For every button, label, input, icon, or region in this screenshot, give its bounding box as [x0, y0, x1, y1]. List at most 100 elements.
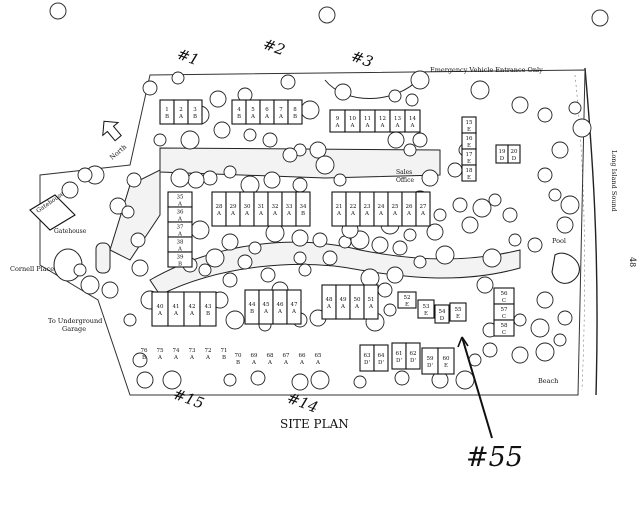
unit-7: 7A: [273, 99, 289, 125]
unit-outline: [417, 299, 435, 319]
unit-outline: [397, 291, 417, 309]
unit-outline: [493, 319, 515, 337]
unit-outline: [405, 342, 421, 370]
unit-number: 20: [511, 149, 518, 155]
unit-number: 45: [263, 302, 270, 308]
north-label: North: [108, 143, 128, 162]
unit-number: 29: [230, 204, 237, 210]
unit-number: 74: [173, 348, 180, 354]
tree: [131, 259, 149, 277]
cornell-place-label: Cornell Place: [10, 265, 54, 273]
unit-15: 15E: [461, 116, 477, 134]
tree: [291, 229, 309, 247]
tree: [511, 346, 529, 364]
unit-outline: [199, 291, 217, 327]
unit-type: A: [291, 309, 297, 315]
unit-66: 66A: [299, 353, 306, 366]
unit-61: 61D': [391, 342, 407, 370]
tree: [482, 248, 502, 268]
tree: [77, 167, 93, 183]
unit-type: E: [467, 127, 471, 133]
tree: [300, 100, 320, 120]
unit-number: 36: [177, 210, 184, 216]
unit-21: 21A: [331, 191, 347, 227]
unit-74: 74A: [173, 348, 180, 361]
tree: [353, 375, 367, 389]
unit-number: 8: [293, 107, 297, 113]
unit-type: A: [336, 211, 342, 217]
handwritten-marker-2: #2: [261, 35, 288, 59]
unit-number: 5: [251, 107, 255, 113]
tree: [130, 232, 146, 248]
tree: [225, 310, 245, 330]
tree: [461, 216, 479, 234]
unit-60: 60E: [437, 347, 455, 375]
unit-number: 51: [368, 297, 375, 303]
unit-39: 39B: [167, 251, 193, 268]
unit-27: 27A: [415, 191, 431, 227]
unit-type: D: [512, 156, 517, 162]
tree: [136, 371, 154, 389]
unit-type: D': [396, 358, 402, 364]
unit-type: A: [277, 309, 283, 315]
unit-type: B: [250, 309, 254, 315]
unit-type: A: [420, 211, 426, 217]
unit-number: 19: [499, 149, 506, 155]
unit-number: 63: [364, 353, 371, 359]
unit-52: 52E: [397, 291, 417, 309]
tree: [280, 74, 296, 90]
unit-26: 26A: [401, 191, 417, 227]
unit-6: 6A: [259, 99, 275, 125]
unit-70: 70B: [235, 353, 242, 366]
unit-47: 47A: [286, 289, 302, 325]
tree: [392, 240, 408, 256]
unit-number: 4: [237, 107, 241, 113]
unit-65: 65A: [315, 353, 322, 366]
unit-type: A: [178, 114, 184, 120]
unit-type: A: [368, 304, 374, 310]
unit-type: B: [178, 262, 182, 268]
unit-type: D': [410, 358, 416, 364]
unit-34: 34B: [295, 191, 311, 227]
unit-type: A: [177, 202, 183, 208]
unit-number: 71: [221, 348, 228, 354]
tree: [315, 155, 335, 175]
unit-64: 64D': [373, 344, 389, 372]
unit-53: 53E: [417, 299, 435, 319]
unit-number: 70: [235, 353, 242, 359]
unit-outline: [449, 302, 467, 322]
unit-type: A: [177, 247, 183, 253]
unit-number: 50: [354, 297, 361, 303]
unit-76: 76B: [141, 348, 148, 361]
tree: [248, 241, 262, 255]
unit-62: 62D': [405, 342, 421, 370]
unit-number: 62: [410, 351, 417, 357]
unit-number: 68: [267, 353, 274, 359]
punch-hole: [591, 9, 609, 27]
tree: [142, 80, 158, 96]
unit-number: 11: [364, 116, 371, 122]
handwritten-marker-14: #14: [285, 389, 321, 417]
unit-number: 69: [251, 353, 258, 359]
unit-number: 61: [396, 351, 403, 357]
unit-outline: [437, 347, 455, 375]
unit-outline: [507, 144, 521, 164]
unit-number: 33: [286, 204, 293, 210]
tree: [426, 223, 444, 241]
unit-41: 41A: [167, 291, 185, 327]
unit-20: 20D: [507, 144, 521, 164]
sales-office-label-line2: Office: [396, 177, 414, 184]
tree: [551, 141, 569, 159]
unit-5: 5A: [245, 99, 261, 125]
unit-type: A: [340, 304, 346, 310]
unit-number: 1: [165, 107, 169, 113]
unit-number: 10: [349, 116, 356, 122]
unit-25: 25A: [387, 191, 403, 227]
unit-number: 56: [501, 291, 508, 297]
unit-71: 71B: [221, 348, 228, 361]
unit-number: 73: [189, 348, 196, 354]
unit-number: 28: [216, 204, 223, 210]
unit-type: A: [380, 123, 386, 129]
tree: [132, 352, 148, 368]
unit-type: E: [467, 159, 471, 165]
